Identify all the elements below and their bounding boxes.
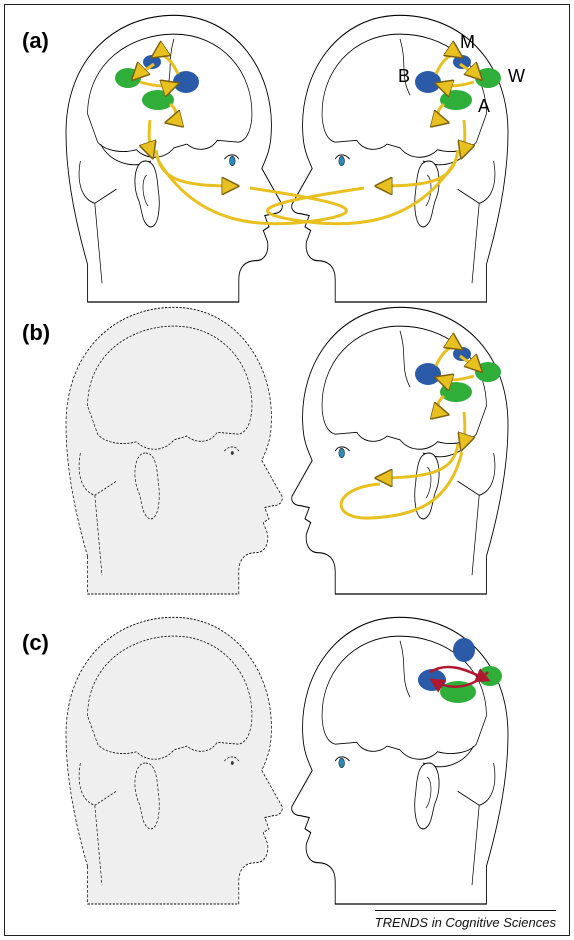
head-right-c [292,617,508,904]
credit-line: TRENDS in Cognitive Sciences [375,910,556,930]
faded-head-b [66,307,282,594]
motor-region-c [453,638,475,662]
auditory-region-right-a [440,90,472,110]
head-right-b [292,307,508,594]
label-motor: M [460,32,475,52]
wernicke-region-left-a [115,68,141,88]
faded-head-c [66,617,282,904]
wernicke-region-b [475,362,501,382]
auditory-region-left-a [142,90,174,110]
label-wernicke: W [508,66,525,86]
auditory-region-b [440,382,472,402]
head-left-a [66,15,282,302]
head-right-a [292,15,508,302]
label-broca: B [398,66,410,86]
label-auditory: A [478,96,490,116]
